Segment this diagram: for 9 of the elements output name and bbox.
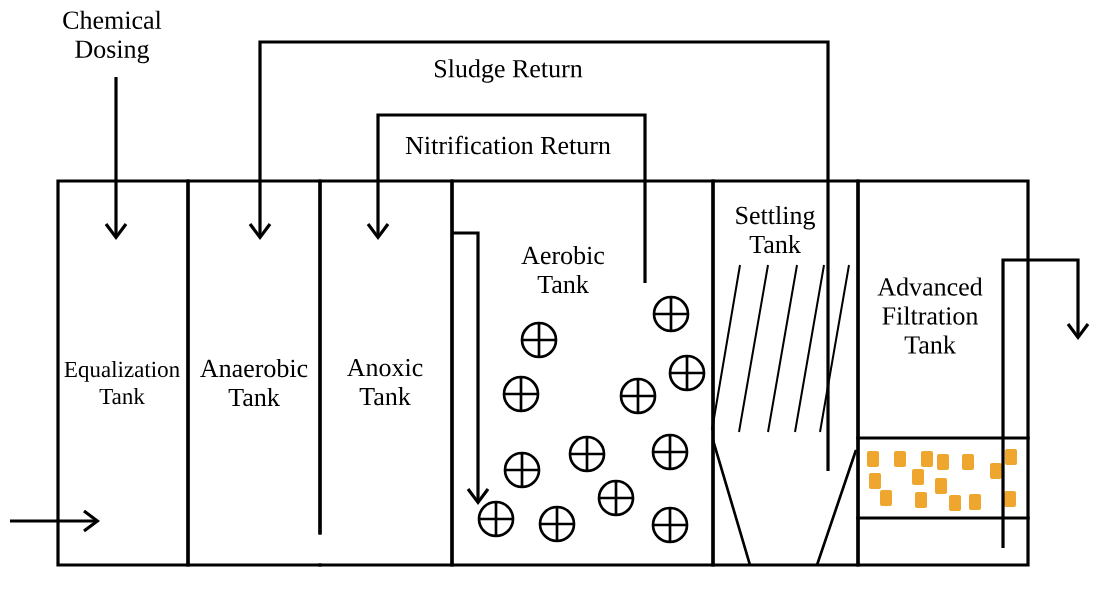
tank-compartment: Anaerobic Tank (186, 179, 322, 567)
edge-label: Nitrification Return (402, 133, 614, 157)
tank-compartment: Equalization Tank (56, 179, 190, 567)
text-label: Chemical Dosing (63, 10, 162, 64)
tank-compartment: Anoxic Tank (318, 179, 454, 567)
tank-compartment: Settling Tank (711, 179, 860, 567)
tank-compartment: Advanced Filtration Tank (856, 179, 1030, 567)
edge-label: Sludge Return (430, 56, 586, 86)
tank-compartment: Aerobic Tank (450, 179, 715, 567)
